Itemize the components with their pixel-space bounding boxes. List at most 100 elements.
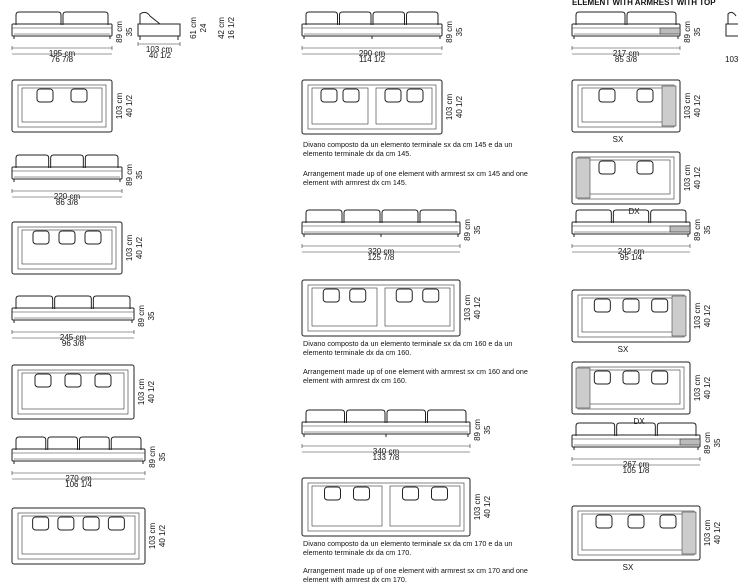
height-cm-label: 89 cm — [125, 164, 134, 186]
depth-in-label: 40 1/2 — [703, 304, 712, 327]
width-label: 220 cm — [54, 192, 81, 201]
height-cm-label: 89 cm — [473, 419, 482, 441]
width-label: 340 cm — [373, 447, 400, 456]
depth-in-label: 40 1/2 — [693, 166, 702, 189]
width-label: 242 cm — [618, 247, 645, 256]
side-h4: 16 1/2 — [227, 16, 236, 39]
sofa-plan-dx-c3-1 — [571, 361, 691, 415]
width-label: 217 cm — [613, 49, 640, 58]
depth-cm-label: 103 cm — [683, 93, 692, 120]
height-cm-label: 89 cm — [115, 21, 124, 43]
depth-cm-label: 103 cm — [137, 379, 146, 406]
side-depth-label: 103 cm — [146, 45, 173, 54]
sofa-plan-dx-c3-0 — [571, 151, 681, 205]
depth-in-label: 40 1/2 — [693, 94, 702, 117]
sofa-front-c1-1 — [11, 166, 123, 180]
sofa-side-view — [137, 11, 181, 37]
depth-in-label: 40 1/2 — [135, 236, 144, 259]
dx-label: DX — [628, 207, 640, 216]
height-cm-label: 89 cm — [137, 305, 146, 327]
width-label: 290 cm — [359, 49, 386, 58]
note-en-340: Arrangement made up of one element with … — [303, 566, 528, 584]
sofa-plan-c2-1 — [301, 279, 461, 337]
width-in-label: 76 7/8 — [51, 55, 74, 64]
note-it-320: Divano composto da un elemento terminale… — [303, 339, 513, 357]
depth-cm-label: 103 cm — [445, 94, 454, 121]
height-cm-label: 89 cm — [148, 446, 157, 468]
sofa-plan-c2-2 — [301, 477, 471, 537]
depth-in-label: 40 1/2 — [473, 296, 482, 319]
width-label: 245 cm — [60, 333, 87, 342]
width-in-label: 85 3/8 — [615, 55, 638, 64]
sofa-front-c1-2 — [11, 307, 135, 321]
depth-cm-label: 103 cm — [473, 494, 482, 521]
width-label: 267 cm — [623, 460, 650, 469]
height-cm-label: 89 cm — [463, 219, 472, 241]
width-in-label: 133 7/8 — [373, 453, 400, 462]
sofa-plan-c1-3 — [11, 507, 146, 565]
height-cm-label: 89 cm — [445, 21, 454, 43]
sofa-plan-c1-1 — [11, 221, 123, 275]
note-it-290: Divano composto da un elemento terminale… — [303, 140, 513, 158]
side-h3: 42 cm — [217, 17, 226, 39]
note-en-290: Arrangement made up of one element with … — [303, 169, 528, 187]
sofa-plan-sx-c3-2 — [571, 505, 701, 561]
sofa-plan-c1-0 — [11, 79, 113, 133]
sofa-plan-c1-2 — [11, 364, 135, 420]
width-in-label: 125 7/8 — [368, 253, 395, 262]
depth-cm-label: 103 cm — [693, 303, 702, 330]
depth-in-label: 40 1/2 — [703, 376, 712, 399]
width-in-label: 114 1/2 — [359, 55, 386, 64]
sx-label: SX — [613, 135, 624, 144]
note-it-340: Divano composto da un elemento terminale… — [303, 539, 513, 557]
note-en-320: Arrangement made up of one element with … — [303, 367, 528, 385]
side-view-clipped — [727, 11, 737, 24]
height-cm-label: 89 cm — [703, 432, 712, 454]
side-depth-clipped: 103 c — [725, 55, 738, 64]
height-in-label: 35 — [713, 438, 722, 447]
width-in-label: 86 3/8 — [56, 198, 79, 207]
width-label: 320 cm — [368, 247, 395, 256]
height-in-label: 35 — [135, 170, 144, 179]
height-cm-label: 89 cm — [683, 21, 692, 43]
height-in-label: 35 — [693, 27, 702, 36]
sofa-front-c1-0 — [11, 23, 113, 37]
depth-in-label: 40 1/2 — [483, 495, 492, 518]
width-label: 195 cm — [49, 49, 76, 58]
depth-cm-label: 103 cm — [683, 165, 692, 192]
width-in-label: 105 1/8 — [623, 466, 650, 475]
sofa-front-c1-3 — [11, 448, 146, 462]
sofa-plan-c2-0 — [301, 79, 443, 135]
depth-in-label: 40 1/2 — [125, 94, 134, 117]
height-in-label: 35 — [125, 27, 134, 36]
sofa-plan-sx-c3-1 — [571, 289, 691, 343]
width-label: 270 cm — [65, 474, 92, 483]
depth-in-label: 40 1/2 — [455, 95, 464, 118]
depth-in-label: 40 1/2 — [713, 521, 722, 544]
depth-cm-label: 103 cm — [703, 520, 712, 547]
depth-in-label: 40 1/2 — [147, 380, 156, 403]
depth-cm-label: 103 cm — [115, 93, 124, 120]
height-cm-label: 89 cm — [693, 219, 702, 241]
width-in-label: 96 3/8 — [62, 339, 85, 348]
depth-cm-label: 103 cm — [125, 235, 134, 262]
dx-label: DX — [633, 417, 645, 426]
height-in-label: 35 — [483, 425, 492, 434]
sx-label: SX — [623, 563, 634, 572]
height-in-label: 35 — [703, 225, 712, 234]
depth-cm-label: 103 cm — [693, 375, 702, 402]
width-in-label: 95 1/4 — [620, 253, 643, 262]
height-in-label: 35 — [473, 225, 482, 234]
side-depth-in-label: 40 1/2 — [149, 51, 172, 60]
height-in-label: 35 — [147, 311, 156, 320]
depth-cm-label: 103 cm — [463, 295, 472, 322]
width-in-label: 106 1/4 — [65, 480, 92, 489]
height-in-label: 35 — [158, 452, 167, 461]
side-h1: 61 cm — [189, 17, 198, 39]
side-h2: 24 — [199, 23, 208, 32]
height-in-label: 35 — [455, 27, 464, 36]
sofa-plan-sx-c3-0 — [571, 79, 681, 133]
depth-in-label: 40 1/2 — [158, 524, 167, 547]
depth-cm-label: 103 cm — [148, 523, 157, 550]
